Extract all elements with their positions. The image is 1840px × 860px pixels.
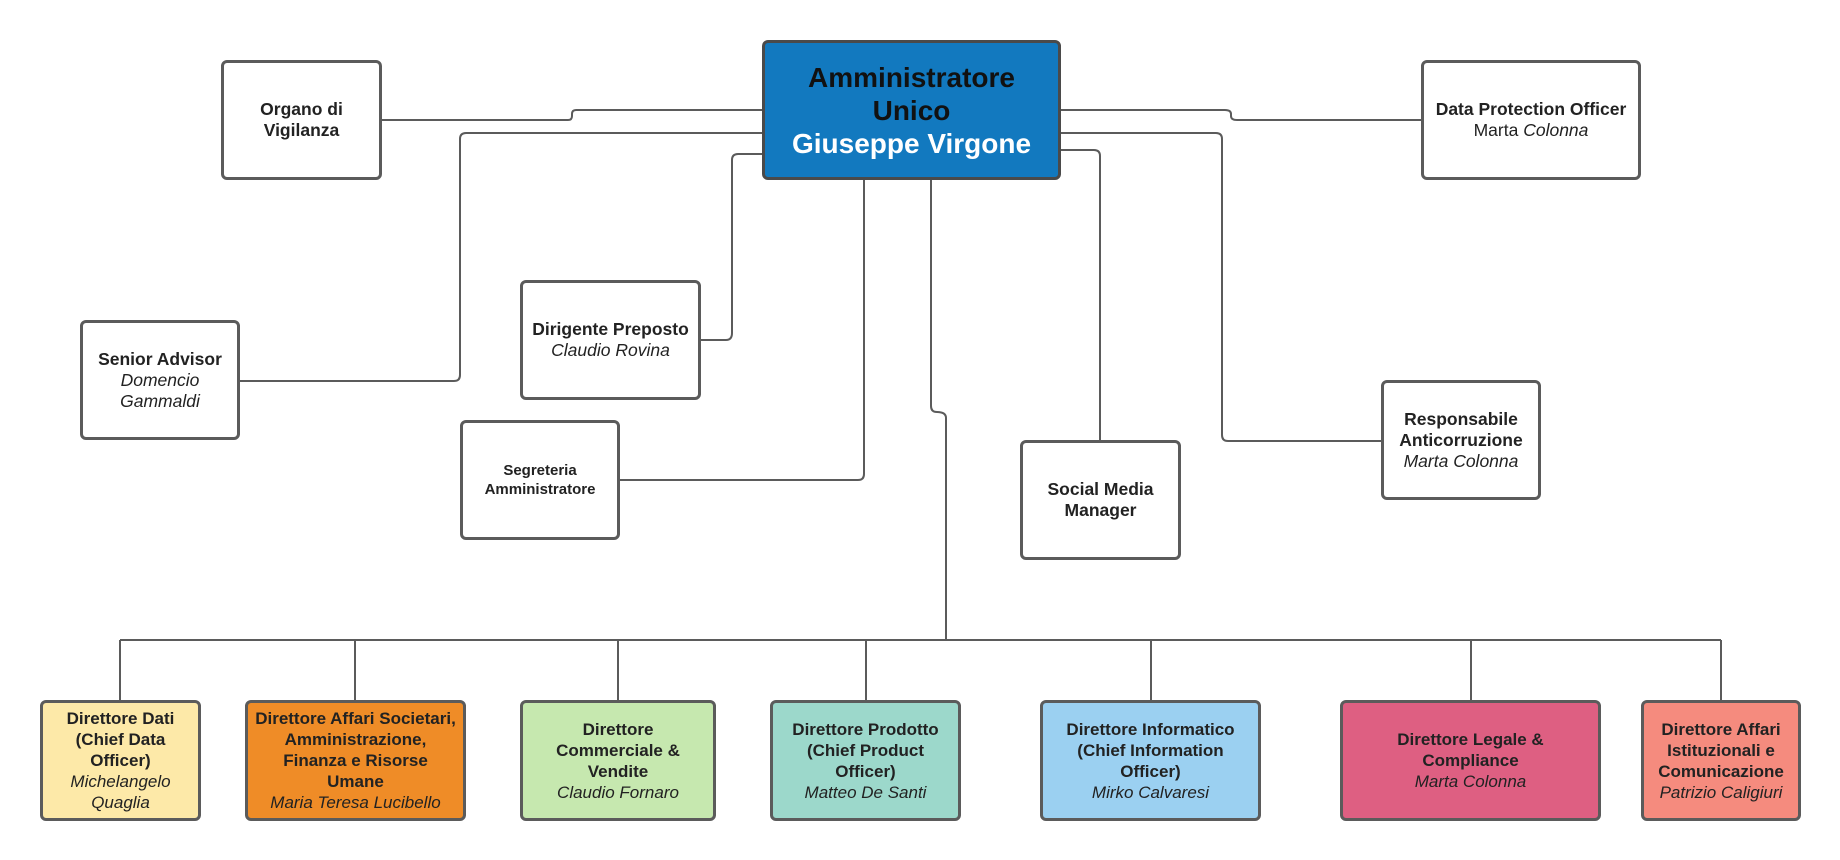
anticorruzione-name: Marta Colonna (1403, 450, 1519, 471)
direttore-affari-societari-name: Maria Teresa Lucibello (270, 793, 441, 812)
organo-title: Organo di Vigilanza (260, 99, 343, 140)
dirigente-name: Claudio Rovina (551, 340, 670, 360)
direttore-commerciale-title: Direttore Commerciale & Vendite (556, 719, 685, 781)
direttore-prodotto-box: Direttore Prodotto (Chief Product Office… (770, 700, 961, 821)
direttore-istituzionali-title: Direttore Affari Istituzionali e Comunic… (1658, 719, 1784, 781)
direttore-affari-societari-box: Direttore Affari Societari, Amministrazi… (245, 700, 466, 821)
social-title: Social Media Manager (1047, 479, 1154, 520)
amministratore-unico-box: Amministratore Unico Giuseppe Virgone (762, 40, 1061, 180)
senior-title: Senior Advisor (98, 348, 222, 369)
data-protection-officer-box: Data Protection Officer Marta Colonna (1421, 60, 1641, 180)
dpo-name-last: Colonna (1523, 120, 1589, 140)
direttore-commerciale-name: Claudio Fornaro (557, 782, 679, 802)
direttore-legale-title: Direttore Legale & Compliance (1397, 730, 1544, 770)
direttore-informatico-title: Direttore Informatico (Chief Information… (1066, 719, 1235, 781)
root-title: Amministratore Unico (808, 61, 1015, 126)
dpo-title: Data Protection Officer (1435, 99, 1627, 119)
direttore-commerciale-box: Direttore Commerciale & Vendite Claudio … (520, 700, 716, 821)
responsabile-anticorruzione-box: Responsabile Anticorruzione Marta Colonn… (1381, 380, 1541, 500)
dpo-name-first: Marta (1473, 120, 1519, 140)
direttore-istituzionali-name: Patrizio Caligiuri (1659, 782, 1783, 802)
direttore-istituzionali-box: Direttore Affari Istituzionali e Comunic… (1641, 700, 1801, 821)
direttore-legale-name: Marta Colonna (1414, 772, 1527, 791)
direttore-informatico-box: Direttore Informatico (Chief Information… (1040, 700, 1261, 821)
direttore-affari-societari-title: Direttore Affari Societari, Amministrazi… (255, 709, 456, 791)
senior-advisor-box: Senior Advisor Domencio Gammaldi (80, 320, 240, 440)
direttore-prodotto-title: Direttore Prodotto (Chief Product Office… (792, 719, 939, 781)
direttore-informatico-name: Mirko Calvaresi (1091, 782, 1210, 802)
segreteria-title: Segreteria Amministratore (484, 462, 596, 498)
direttore-prodotto-name: Matteo De Santi (804, 782, 927, 802)
dirigente-preposto-box: Dirigente Preposto Claudio Rovina (520, 280, 701, 400)
direttore-dati-name: Michelangelo Quaglia (70, 772, 171, 812)
root-name: Giuseppe Virgone (791, 127, 1032, 159)
direttore-legale-box: Direttore Legale & Compliance Marta Colo… (1340, 700, 1601, 821)
social-media-manager-box: Social Media Manager (1020, 440, 1181, 560)
direttore-dati-title: Direttore Dati (Chief Data Officer) (66, 709, 175, 770)
organo-vigilanza-box: Organo di Vigilanza (221, 60, 382, 180)
anticorruzione-title: Responsabile Anticorruzione (1399, 408, 1523, 450)
segreteria-amministratore-box: Segreteria Amministratore (460, 420, 620, 540)
senior-name: Domencio Gammaldi (120, 369, 200, 411)
direttore-dati-box: Direttore Dati (Chief Data Officer) Mich… (40, 700, 201, 821)
dirigente-title: Dirigente Preposto (532, 319, 689, 339)
